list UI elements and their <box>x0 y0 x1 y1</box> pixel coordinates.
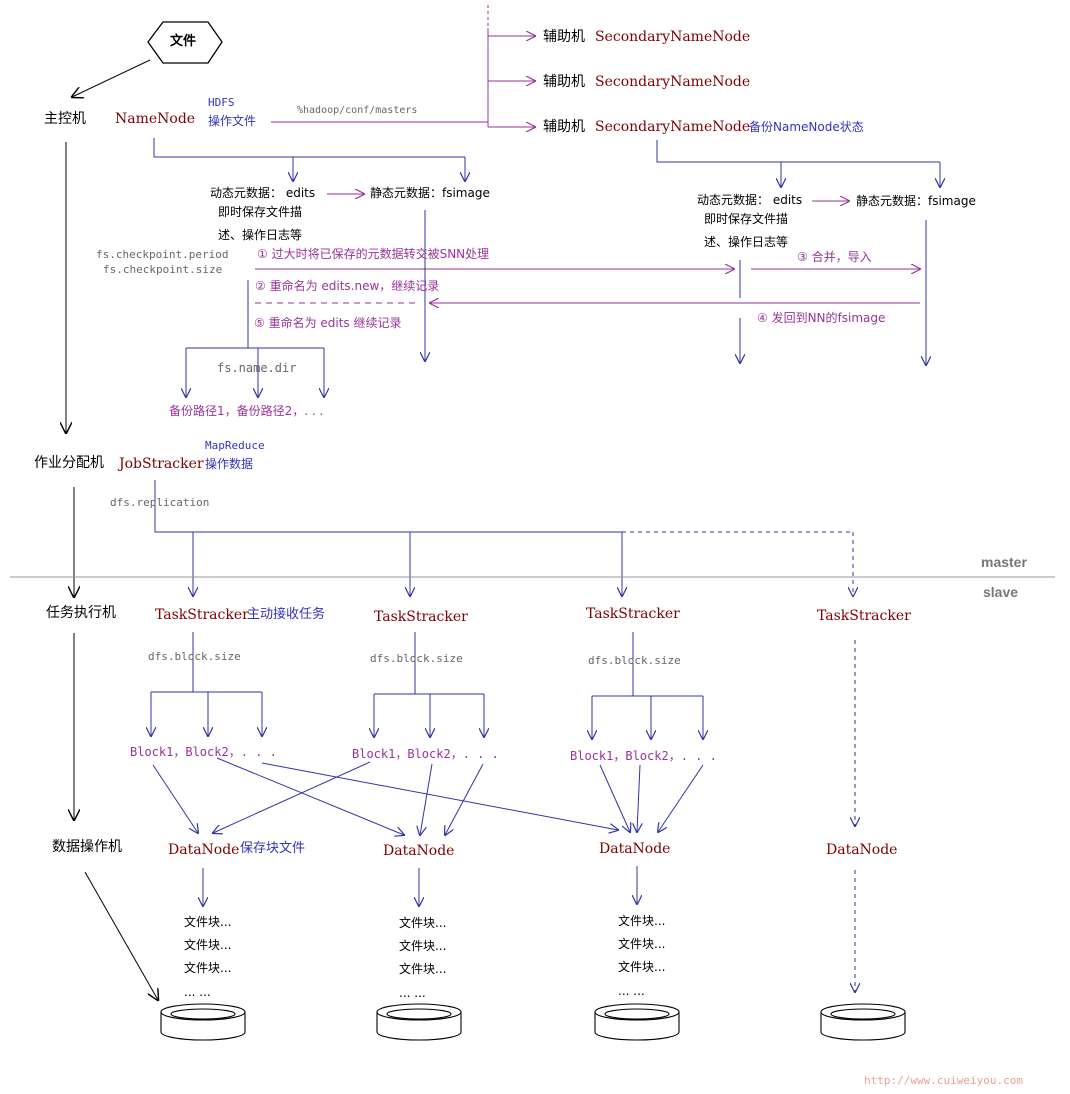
nn-static-metadata: 静态元数据：fsimage <box>370 186 490 200</box>
namenode-note-hdfs: HDFS <box>208 96 235 109</box>
disk-4 <box>820 1003 906 1041</box>
tasktracker-1: TaskStracker <box>155 607 249 623</box>
block-size-config-3: dfs.block.size <box>588 654 681 667</box>
file-block-2-1: 文件块... <box>399 916 447 930</box>
file-block-3-2: 文件块... <box>618 937 666 951</box>
file-block-2-2: 文件块... <box>399 939 447 953</box>
file-hexagon <box>147 21 223 64</box>
section-slave: slave <box>983 584 1019 600</box>
role-job-dispatcher: 作业分配机 <box>34 455 104 471</box>
step-5: ⑤ 重命名为 edits 继续记录 <box>254 316 402 330</box>
file-block-1-1: 文件块... <box>184 915 232 929</box>
file-to-master-arrow <box>72 59 151 97</box>
step-2: ② 重命名为 edits.new，继续记录 <box>255 279 440 293</box>
file-block-2-3: 文件块... <box>399 962 447 976</box>
secondary-2-prefix: 辅助机 <box>543 74 585 90</box>
snn-dynamic-desc-2: 述、操作日志等 <box>704 235 789 249</box>
disk-3 <box>594 1003 680 1041</box>
nn-dynamic-desc-1: 即时保存文件描 <box>218 205 303 219</box>
block-size-config-1: dfs.block.size <box>148 650 241 663</box>
role-task-executor: 任务执行机 <box>46 605 116 621</box>
datanode-2: DataNode <box>383 843 455 859</box>
step-1: ① 过大时将已保存的元数据转交被SNN处理 <box>257 247 490 261</box>
disk-2 <box>376 1003 462 1041</box>
secondary-3-prefix: 辅助机 <box>543 119 585 135</box>
file-block-2-more: ... ... <box>399 986 426 1000</box>
jobtracker-note-op: 操作数据 <box>205 457 254 471</box>
file-block-1-2: 文件块... <box>184 938 232 952</box>
jobtracker-title: JobStracker <box>119 456 204 472</box>
nn-dynamic-metadata: 动态元数据： edits <box>210 186 316 200</box>
file-block-3-3: 文件块... <box>618 960 666 974</box>
secondary-3-name: SecondaryNameNode <box>595 119 751 135</box>
jobtracker-note-mapreduce: MapReduce <box>205 439 265 452</box>
namenode-title: NameNode <box>115 111 196 127</box>
datanode-4: DataNode <box>826 842 898 858</box>
tasktracker-4: TaskStracker <box>817 608 911 624</box>
checkpoint-period: fs.checkpoint.period <box>96 248 229 261</box>
masters-config: %hadoop/conf/masters <box>297 105 418 116</box>
datanode-3: DataNode <box>599 841 671 857</box>
block-size-config-2: dfs.block.size <box>370 652 463 665</box>
step-3: ③ 合并，导入 <box>797 250 872 264</box>
secondary-backup-note: 备份NameNode状态 <box>749 120 864 134</box>
role-chain <box>66 142 158 1000</box>
snn-dynamic-desc-1: 即时保存文件描 <box>704 212 789 226</box>
name-dir-config: fs.name.dir <box>217 361 297 375</box>
snn-dynamic-metadata: 动态元数据： edits <box>697 193 803 207</box>
checkpoint-size: fs.checkpoint.size <box>103 263 223 276</box>
secondary-1-name: SecondaryNameNode <box>595 29 751 45</box>
hdfs-structure <box>151 138 940 992</box>
datanode-1: DataNode <box>168 842 240 858</box>
footer-url: http://www.cuiweiyou.com <box>864 1074 1023 1087</box>
tasktracker-note: 主动接收任务 <box>247 607 326 622</box>
file-block-1-more: ... ... <box>184 985 211 999</box>
step-4: ④ 发回到NN的fsimage <box>757 311 886 325</box>
namenode-secondary-links <box>255 5 920 303</box>
disks <box>160 1003 906 1041</box>
blocks-2: Block1，Block2，. . . <box>352 747 499 761</box>
blocks-1: Block1，Block2，. . . <box>130 745 277 759</box>
disk-1 <box>160 1003 246 1041</box>
tasktracker-3: TaskStracker <box>586 606 680 622</box>
file-block-3-more: ... ... <box>618 984 645 998</box>
file-label: 文件 <box>170 34 197 49</box>
datanode-note: 保存块文件 <box>240 841 306 856</box>
section-master: master <box>981 554 1027 570</box>
backup-paths: 备份路径1，备份路径2，. . . <box>169 404 324 418</box>
replication-config: dfs.replication <box>110 496 210 509</box>
role-data-operator: 数据操作机 <box>52 839 122 855</box>
role-master-control: 主控机 <box>44 111 86 127</box>
file-block-3-1: 文件块... <box>618 914 666 928</box>
namenode-note-op: 操作文件 <box>208 114 257 128</box>
secondary-1-prefix: 辅助机 <box>543 29 585 45</box>
secondary-2-name: SecondaryNameNode <box>595 74 751 90</box>
snn-static-metadata: 静态元数据：fsimage <box>856 194 976 208</box>
tasktracker-2: TaskStracker <box>374 609 468 625</box>
file-block-1-3: 文件块... <box>184 961 232 975</box>
blocks-3: Block1，Block2，. . . <box>570 749 717 763</box>
nn-dynamic-desc-2: 述、操作日志等 <box>218 228 303 242</box>
